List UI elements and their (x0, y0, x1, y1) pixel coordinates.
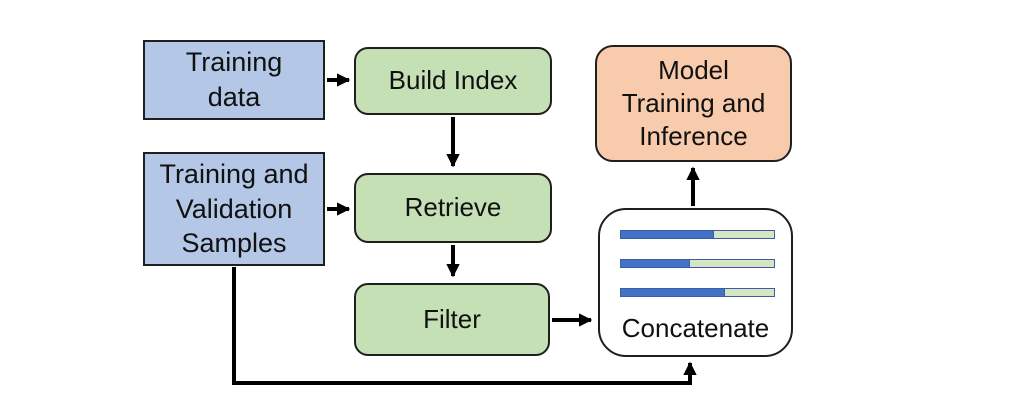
concatenated-sample-bar (620, 230, 775, 239)
bar-retrieved-segment (621, 231, 715, 238)
node-training-validation-samples-label: Training and Validation Samples (159, 159, 309, 259)
bar-retrieved-segment (621, 289, 726, 296)
node-retrieve-label: Retrieve (404, 192, 502, 223)
node-filter: Filter (354, 283, 550, 356)
bar-original-segment (725, 289, 774, 296)
concatenated-sample-bar (620, 288, 775, 297)
node-model-training-inference-label: Model Training and Inference (621, 54, 766, 152)
node-concatenate: Concatenate (598, 208, 793, 357)
bar-original-segment (714, 231, 774, 238)
node-build-index: Build Index (354, 47, 552, 115)
node-training-data: Training data (143, 40, 325, 120)
concatenated-sample-bar (620, 259, 775, 268)
node-model-training-inference: Model Training and Inference (595, 45, 792, 162)
node-filter-label: Filter (423, 303, 481, 334)
node-training-data-label: Training data (185, 47, 283, 112)
bar-retrieved-segment (621, 260, 690, 267)
concatenated-samples-illustration (620, 230, 775, 317)
node-retrieve: Retrieve (354, 173, 552, 243)
node-build-index-label: Build Index (388, 65, 518, 96)
node-concatenate-label: Concatenate (621, 313, 770, 344)
bar-original-segment (689, 260, 774, 267)
node-training-validation-samples: Training and Validation Samples (143, 152, 325, 266)
